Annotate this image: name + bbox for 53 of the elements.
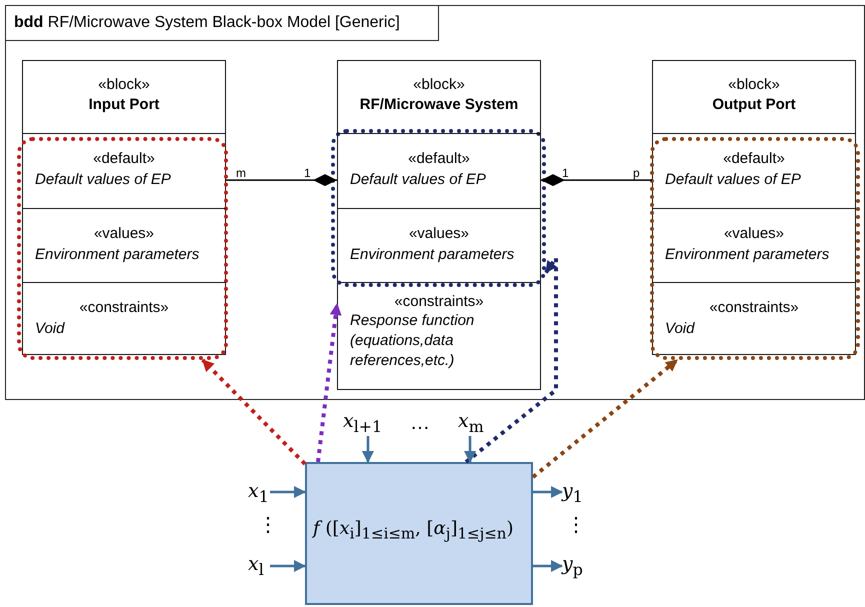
ellipsis: ⋮ xyxy=(566,513,586,537)
dotted-arrow xyxy=(532,358,678,479)
compartment-text: Default values of EP xyxy=(665,170,802,190)
block-name: Input Port xyxy=(88,96,160,113)
arrow xyxy=(270,560,306,572)
stereotype-label: «values» xyxy=(92,225,156,242)
frame-name-tab: bdd RF/Microwave System Black-box Model [Generic] xyxy=(6,6,439,41)
stereotype-label: «constraints» xyxy=(708,299,800,316)
variable-label: x$_{1}$ xyxy=(248,480,270,506)
function-box xyxy=(305,462,533,605)
ellipsis: … xyxy=(410,412,430,435)
dotted-arrow xyxy=(316,303,342,462)
block-name: RF/Microwave System xyxy=(358,96,520,113)
variable-label: x$_{l}$ xyxy=(248,553,270,579)
arrow xyxy=(464,436,476,463)
variable-label: x$_{l+1}$ xyxy=(343,410,393,436)
stereotype-label: «constraints» xyxy=(393,293,485,310)
compartment-text: Void xyxy=(35,319,66,339)
arrow xyxy=(533,486,563,498)
stereotype-label: «block» xyxy=(412,76,466,93)
variable-label: x$_{m}$ xyxy=(458,410,488,436)
arrow xyxy=(270,486,306,498)
stereotype-label: «block» xyxy=(727,76,781,93)
multiplicity-label: 1 xyxy=(304,166,311,180)
variable-label: y$_{1}$ xyxy=(562,480,586,506)
ellipsis: ⋮ xyxy=(258,513,278,537)
stereotype-label: «default» xyxy=(722,150,786,167)
highlight-region xyxy=(331,129,546,287)
variable-label: y$_{p}$ xyxy=(562,553,586,579)
compartment-text: Environment parameters xyxy=(665,245,830,265)
stereotype-label: «values» xyxy=(408,225,470,242)
function-formula: f ([x$_{i}$]$_{1≤i≤m}$, [α$_{j}$]$_{1≤j≤n}$) xyxy=(313,518,514,543)
compartment-text: Void xyxy=(665,319,696,339)
compartment-text: Environment parameters xyxy=(35,245,200,265)
multiplicity-label: 1 xyxy=(562,166,569,180)
diagram-frame xyxy=(5,5,865,400)
stereotype-label: «values» xyxy=(722,225,786,242)
block-name: Output Port xyxy=(711,96,797,113)
stereotype-label: «block» xyxy=(97,76,151,93)
compartment-text: Environment parameters xyxy=(350,245,516,265)
stereotype-label: «constraints» xyxy=(78,299,170,316)
compartment-text: Response function (equations,data references,etc.) xyxy=(350,311,476,371)
multiplicity-label: p xyxy=(633,166,640,180)
arrow xyxy=(533,560,563,572)
stereotype-label: «default» xyxy=(407,150,471,167)
compartment-text: Default values of EP xyxy=(350,170,487,190)
multiplicity-label: m xyxy=(236,166,246,180)
arrow xyxy=(362,436,374,463)
compartment-text: Default values of EP xyxy=(35,170,172,190)
composition-line xyxy=(541,174,652,186)
dotted-arrow xyxy=(201,358,306,466)
stereotype-label: «default» xyxy=(92,150,156,167)
composition-line xyxy=(226,174,337,186)
